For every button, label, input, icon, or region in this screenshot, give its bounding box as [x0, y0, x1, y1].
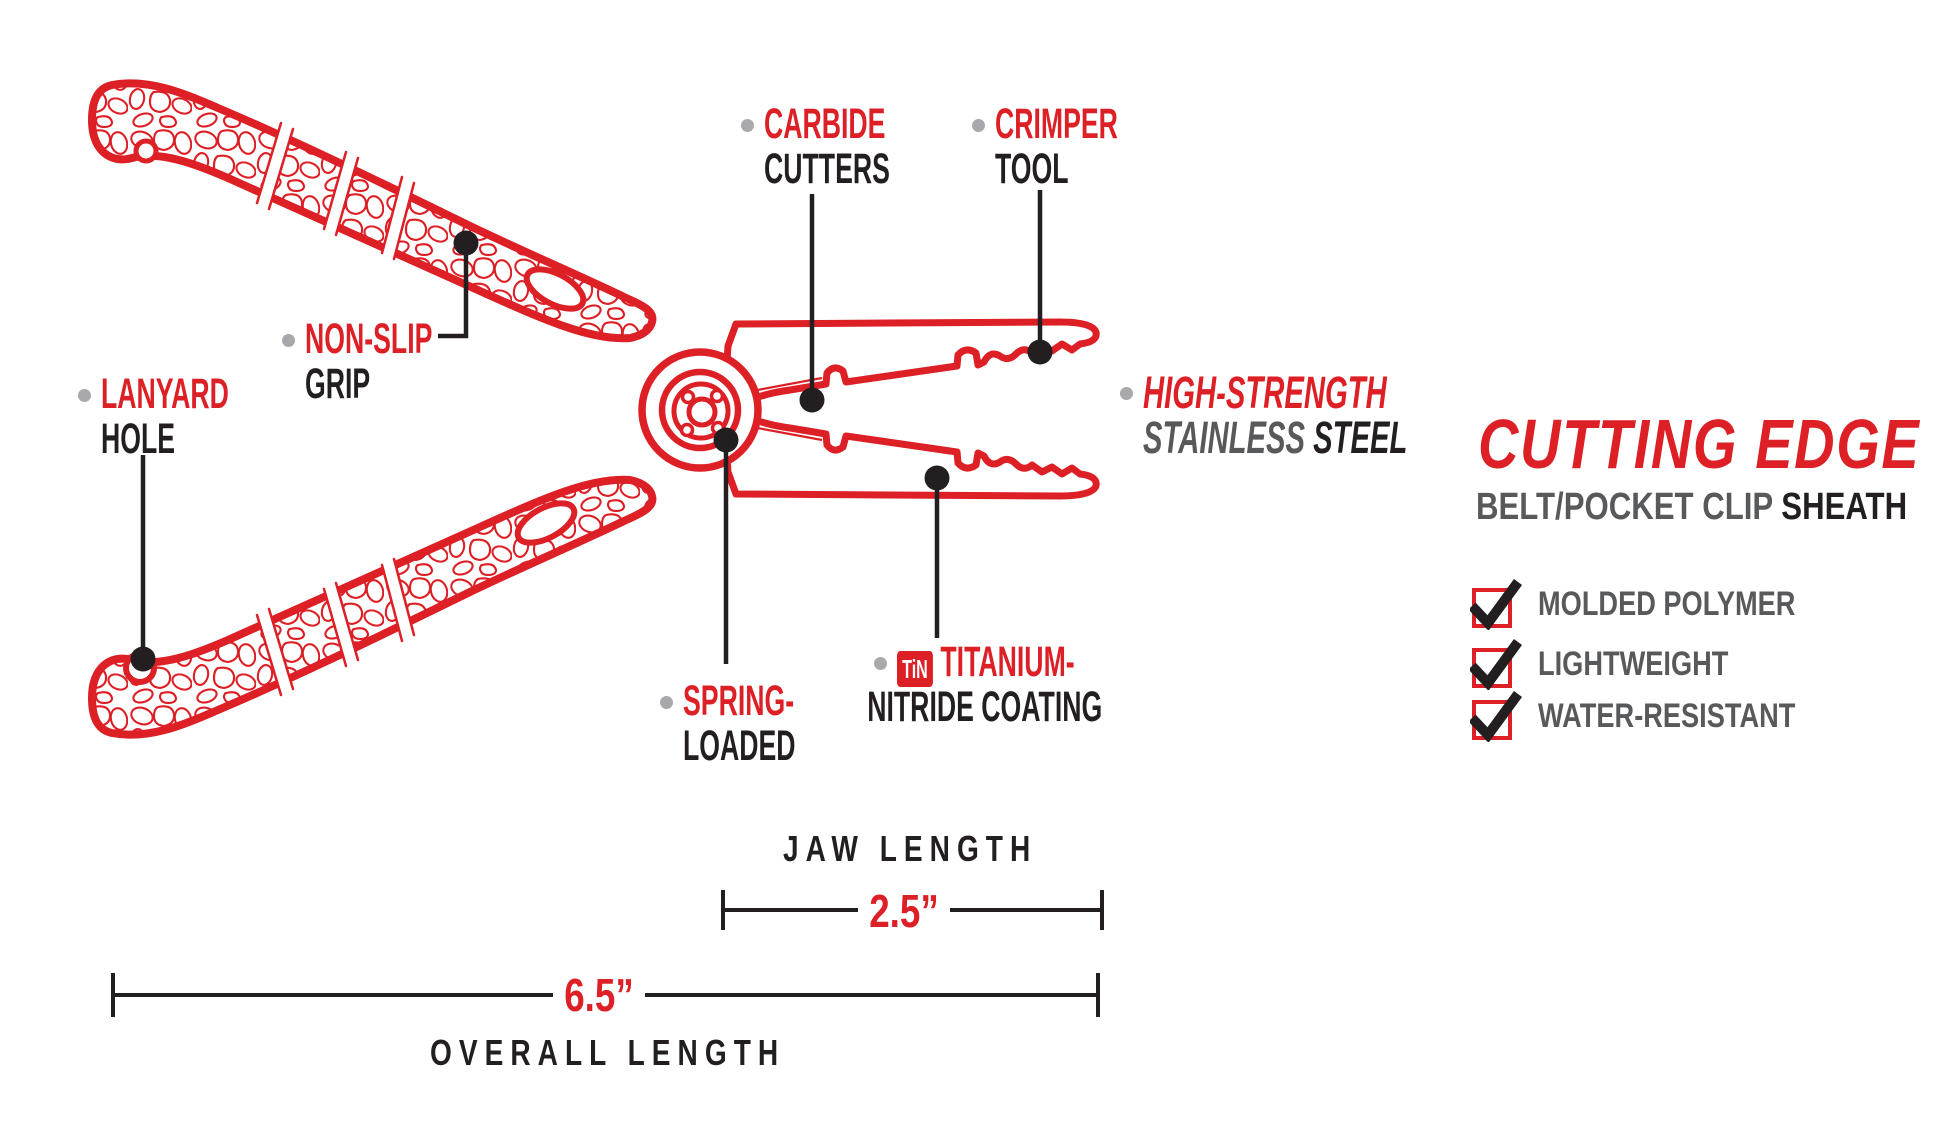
pliers-jaws — [720, 318, 1100, 500]
callout-spring-loaded: SPRING- LOADED — [660, 679, 865, 769]
overall-length-value: 6.5” — [553, 970, 645, 1020]
checkmark-icon — [1468, 691, 1523, 743]
callout-lanyard-line1: LANYARD — [101, 370, 229, 418]
callout-carbide-line2: CUTTERS — [764, 145, 890, 193]
checkbox-checked-icon — [1468, 638, 1524, 691]
callout-spring-line1: SPRING- — [683, 677, 795, 725]
callout-leader-lines — [140, 190, 1043, 664]
handle-tip-hole — [133, 138, 159, 164]
callout-crimper-line2: TOOL — [995, 145, 1069, 193]
bullet-icon — [972, 119, 985, 132]
jaw-length-value: 2.5” — [858, 886, 950, 936]
feature-label: WATER-RESISTANT — [1538, 696, 1796, 735]
bullet-icon — [874, 657, 887, 670]
jaw-length-label: JAW LENGTH — [783, 828, 1038, 869]
pliers-handles — [88, 79, 657, 739]
bullet-icon — [78, 389, 91, 402]
panel-subtitle: BELT/POCKET CLIP SHEATH — [1476, 486, 1908, 528]
callout-carbide-cutters: CARBIDE CUTTERS — [741, 102, 967, 192]
panel-title: CUTTING EDGE — [1478, 405, 1921, 483]
feature-molded-polymer: MOLDED POLYMER — [1468, 578, 1860, 631]
bullet-icon — [741, 119, 754, 132]
checkbox-checked-icon — [1468, 690, 1524, 743]
callout-carbide-line1: CARBIDE — [764, 100, 886, 148]
callout-high-strength-steel: HIGH-STRENGTH STAINLESS STEEL — [1120, 370, 1550, 460]
feature-lightweight: LIGHTWEIGHT — [1468, 638, 1776, 691]
callout-hs-line2: STAINLESS STEEL — [1143, 412, 1408, 463]
bullet-icon — [1120, 387, 1133, 400]
tin-badge: TiN — [897, 651, 933, 687]
callout-lanyard-line2: HOLE — [101, 415, 176, 463]
callout-nonslip-line1: NON-SLIP — [305, 315, 433, 363]
callout-crimper-tool: CRIMPER TOOL — [972, 102, 1193, 192]
callout-crimper-line1: CRIMPER — [995, 100, 1118, 148]
pliers-pivot — [638, 348, 762, 472]
checkbox-checked-icon — [1468, 578, 1524, 631]
callout-hs-line1: HIGH-STRENGTH — [1143, 367, 1387, 418]
feature-label: LIGHTWEIGHT — [1538, 644, 1729, 683]
checkmark-icon — [1468, 639, 1523, 691]
feature-label: MOLDED POLYMER — [1538, 584, 1796, 623]
bullet-icon — [282, 334, 295, 347]
callout-dots — [130, 230, 1053, 672]
overall-length-label: OVERALL LENGTH — [430, 1032, 786, 1073]
callout-titanium-line2: NITRIDE COATING — [867, 683, 1103, 731]
callout-nonslip-line2: GRIP — [305, 360, 371, 408]
feature-water-resistant: WATER-RESISTANT — [1468, 690, 1860, 743]
callout-nonslip-grip: NON-SLIP GRIP — [282, 317, 510, 407]
callout-lanyard-hole: LANYARD HOLE — [78, 372, 307, 462]
bullet-icon — [660, 696, 673, 709]
checkmark-icon — [1468, 579, 1523, 631]
callout-spring-line2: LOADED — [683, 722, 796, 770]
